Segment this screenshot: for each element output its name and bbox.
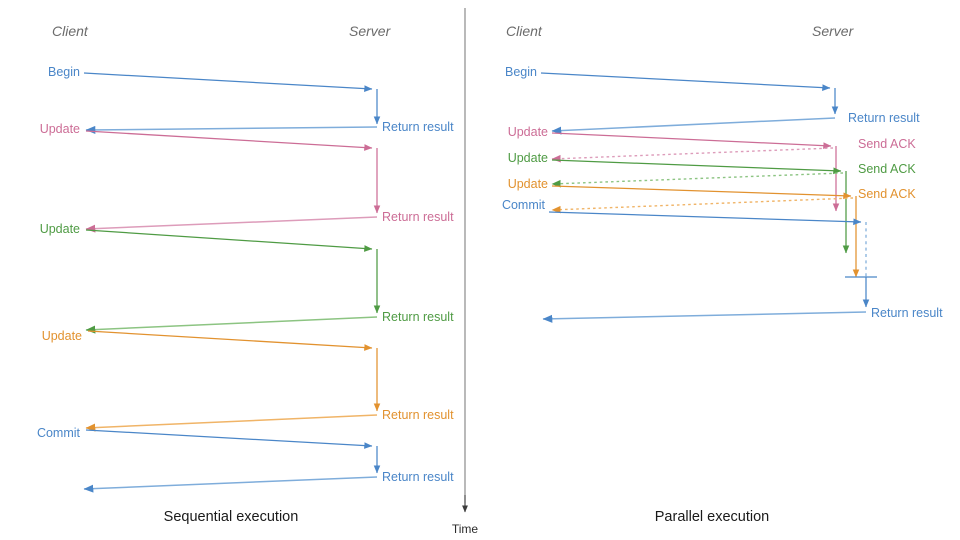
server-label-return-result-5: Return result <box>382 470 454 484</box>
server-label-return-result-4: Return result <box>382 408 454 422</box>
lane-header-client: Client <box>52 23 89 39</box>
time-axis-label: Time <box>452 522 479 536</box>
client-label-update-1: Update <box>40 122 80 136</box>
server-label-send-ack-2: Send ACK <box>858 162 916 176</box>
message-update-pink <box>85 130 381 233</box>
client-label-commit-parallel: Commit <box>502 198 546 212</box>
server-label-return-result-parallel-1: Return result <box>848 111 920 125</box>
server-label-return-result-parallel-2: Return result <box>871 306 943 320</box>
message-commit-blue-parallel <box>542 211 877 323</box>
message-begin-blue <box>83 72 381 134</box>
message-update-pink-parallel <box>551 132 840 212</box>
panel-parallel: Client Server Begin Return result Update… <box>502 23 943 525</box>
client-label-update-2: Update <box>40 222 80 236</box>
client-label-update-3: Update <box>42 329 82 343</box>
server-label-return-result-2: Return result <box>382 210 454 224</box>
caption-sequential: Sequential execution <box>164 509 299 525</box>
server-label-send-ack-3: Send ACK <box>858 187 916 201</box>
client-label-begin-parallel: Begin <box>505 65 537 79</box>
lane-header-server: Server <box>349 23 392 39</box>
client-label-commit: Commit <box>37 426 81 440</box>
caption-parallel: Parallel execution <box>655 509 769 525</box>
client-label-update-parallel-3: Update <box>508 177 548 191</box>
message-begin-blue-parallel <box>540 72 839 135</box>
client-label-update-parallel-1: Update <box>508 125 548 139</box>
server-label-return-result-1: Return result <box>382 120 454 134</box>
message-update-orange <box>85 330 381 432</box>
server-label-send-ack-1: Send ACK <box>858 137 916 151</box>
client-label-update-parallel-2: Update <box>508 151 548 165</box>
lane-header-server-parallel: Server <box>812 23 855 39</box>
message-commit-blue <box>83 429 381 493</box>
message-update-orange-parallel <box>551 185 860 278</box>
panel-sequential: Client Server Begin Return result Update… <box>37 23 454 525</box>
client-label-begin: Begin <box>48 65 80 79</box>
lane-header-client-parallel: Client <box>506 23 543 39</box>
message-update-green <box>85 229 381 334</box>
message-update-green-parallel <box>551 159 850 254</box>
server-label-return-result-3: Return result <box>382 310 454 324</box>
